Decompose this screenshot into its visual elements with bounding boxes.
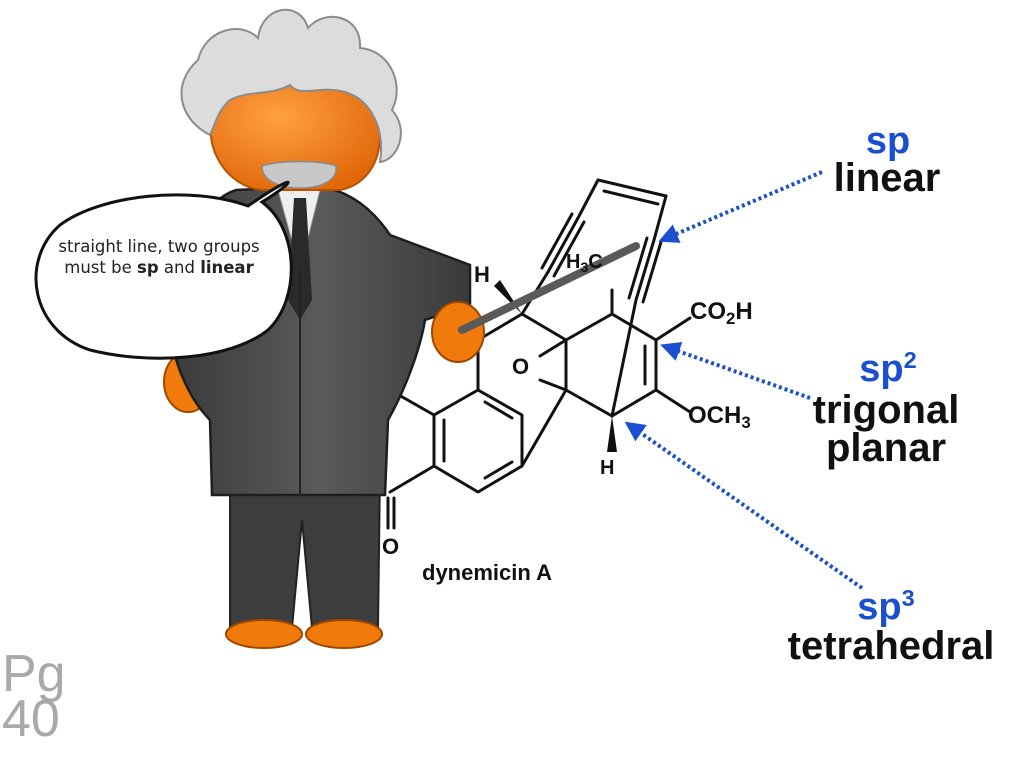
group-co2h: CO2H [690,298,753,327]
bond [564,388,614,418]
dynemicin-structure [386,178,692,530]
molecule-name: dynemicin A [422,560,552,585]
atom-o-epoxide: O [512,354,530,379]
atom-h3c-c: C [588,251,603,273]
epoxide-bond [538,338,568,358]
atom-h3c-h: H [566,251,581,273]
wedge-bond [607,416,617,452]
group-co2h-h: H [735,298,753,325]
pointer-arrows [624,170,864,590]
bubble-text-part2: and [158,258,201,278]
bond [564,312,614,342]
alkyne-bond [540,212,574,270]
atom-h3c-sub: 3 [580,259,589,276]
label-sp-hybrid: sp [865,120,911,162]
label-sp2-sup: 2 [903,347,917,374]
bond [476,312,524,342]
label-sp3-text: sp [857,586,902,628]
professor-hair [180,8,402,164]
label-sp2-geometry-line1: trigonal [812,388,960,432]
atom-h-bottom: H [600,457,615,479]
label-sp2-text: sp [859,348,904,390]
group-och3-och: OCH [688,402,742,429]
speech-bubble [34,180,293,360]
shoe-right [305,619,383,649]
group-co2h-co: CO [690,298,726,325]
arrow-sp [658,170,823,243]
epoxide-bond [538,378,568,392]
pointer-stick [458,242,640,334]
professor-moustache [261,160,337,189]
atom-h-top: H [474,262,490,287]
bond [654,316,692,342]
arrow-sp2 [660,341,811,400]
page-label-line2: 40 [2,689,60,748]
bond [652,194,668,242]
atom-o-left: O [382,534,400,559]
benzene-ring [432,388,524,494]
alkene-bond [602,189,660,206]
alkyne-bond [634,238,656,302]
shoe-left [225,619,303,649]
alkyne-bond [546,216,580,274]
hand-right [431,301,485,363]
label-sp-geometry: linear [833,156,941,200]
bond [388,464,436,494]
label-sp3-hybrid: sp3 [846,585,926,628]
bubble-text-bold-sp: sp [137,258,159,278]
group-co2h-sub: 2 [726,309,736,329]
alkyne-bond [627,236,649,300]
label-sp3-sup: 3 [901,585,915,612]
label-sp3-geometry: tetrahedral [787,624,995,668]
group-och3: OCH3 [688,402,751,431]
label-sp2-geometry-line2: planar [825,426,947,470]
bond [576,178,600,220]
bond [610,312,658,342]
alkene-bond [596,178,668,198]
bond [610,298,638,418]
alkyne-bond [641,240,663,304]
professor-tie [288,198,312,320]
atom-h3c: H3C [566,251,603,276]
bond [520,312,568,342]
speech-bubble-text: straight line, two groups must be sp and… [44,236,274,279]
bond [610,388,658,418]
bond [520,388,568,468]
label-sp2-hybrid: sp2 [848,347,928,390]
page-label-line1: Pg [2,645,66,703]
bubble-text-part1: straight line, two groups must be [58,237,260,278]
group-och3-sub: 3 [741,413,751,433]
bond [654,388,692,414]
bubble-text-bold-linear: linear [200,258,254,278]
alkyne-bond [552,220,586,278]
